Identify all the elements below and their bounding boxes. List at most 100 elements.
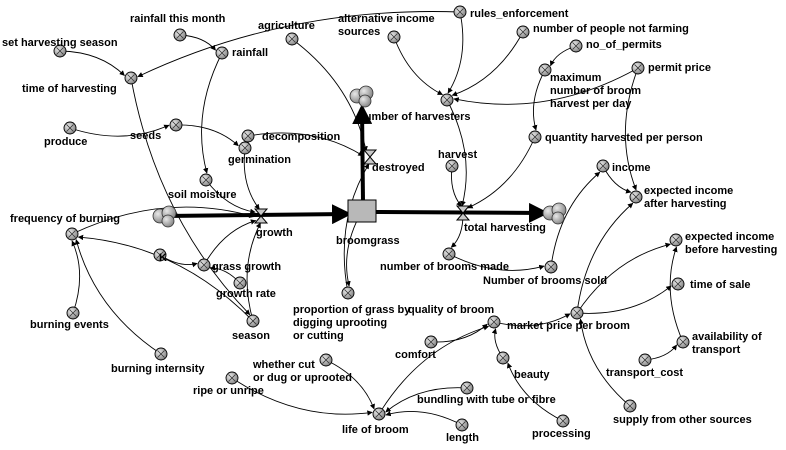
node-rainfall[interactable]: rainfall (215, 46, 268, 60)
node-frequency-of-burning[interactable]: frequency of burning (10, 213, 120, 241)
node-destroyed[interactable]: destroyed (362, 149, 425, 174)
node-transport-cost[interactable]: transport_cost (606, 353, 683, 379)
node-label-line: supply from other sources (613, 414, 752, 426)
node-broomgrass[interactable]: broomgrass (336, 199, 400, 247)
node-label-line: seeds (130, 130, 161, 142)
node-produce[interactable]: produce (44, 121, 87, 148)
links-layer (59, 11, 684, 426)
node-rules-enforcement[interactable]: rules_enforcement (453, 5, 569, 20)
node-burning-intensity[interactable]: burning internsity (111, 347, 205, 375)
node-label-line: beauty (514, 369, 550, 381)
node-time-of-harvesting[interactable]: time of harvesting (22, 71, 138, 95)
node-label-line: quantity harvested per person (545, 132, 703, 144)
link-decomposition-to-destroyed (247, 132, 364, 157)
node-label-line: soil moisture (168, 189, 236, 201)
node-length[interactable]: length (446, 418, 479, 444)
node-number-of-brooms-sold[interactable]: Number of brooms sold (483, 260, 607, 287)
node-label-line: sources (338, 26, 380, 38)
node-label-line: agriculture (258, 20, 315, 32)
node-seeds[interactable]: seeds (130, 118, 183, 142)
node-grass-growth[interactable]: grass growth (197, 258, 281, 273)
node-label-line: expected income (644, 185, 733, 197)
link-season-to-growth (246, 222, 261, 322)
node-agriculture[interactable]: agriculture (258, 20, 315, 46)
node-season[interactable]: season (232, 314, 270, 342)
node-label-line: life of broom (342, 424, 409, 436)
node-growth-rate[interactable]: growth rate (216, 276, 276, 300)
node-label: number of harvesters (358, 111, 470, 123)
node-number-of-brooms-made[interactable]: number of brooms made (380, 247, 509, 273)
node-label: comfort (395, 349, 436, 361)
link-season-to-frequency_of_burning (77, 234, 254, 322)
node-label-line: time of sale (690, 279, 751, 291)
node-label-line: after harvesting (644, 198, 727, 210)
node-income[interactable]: income (596, 159, 651, 174)
node-label: time of harvesting (22, 83, 117, 95)
node-label: Number of brooms sold (483, 275, 607, 287)
node-people-not-farming[interactable]: number of people not farming (516, 23, 689, 39)
node-bundling[interactable]: bundling with tube or fibre (417, 381, 556, 406)
sink-cloud-right (542, 202, 567, 225)
node-comfort[interactable]: comfort (395, 335, 438, 361)
node-market-price[interactable]: market price per broom (507, 306, 630, 332)
node-label-line: market price per broom (507, 320, 630, 332)
node-quality-of-broom[interactable]: quality of broom (408, 304, 501, 329)
node-label-line: frequency of burning (10, 213, 120, 225)
node-permit-price[interactable]: permit price (631, 61, 711, 75)
node-quantity-harvested[interactable]: quantity harvested per person (528, 130, 703, 144)
source-cloud-left (152, 205, 177, 228)
link-people_not_farming-to-number_of_harvesters (451, 31, 524, 97)
node-number-of-harvesters[interactable]: number of harvesters (358, 93, 470, 123)
node-label: quality of broom (408, 304, 494, 316)
flow-valve-icon[interactable] (253, 208, 269, 224)
node-label: beauty (514, 369, 550, 381)
node-growth[interactable]: growth (253, 208, 293, 239)
node-supply-other-sources[interactable]: supply from other sources (613, 399, 752, 426)
node-label-line: permit price (648, 62, 711, 74)
flow-valve-icon[interactable] (455, 205, 471, 221)
node-label-line: grass growth (212, 261, 281, 273)
node-set-harvesting-season[interactable]: set harvesting season (2, 37, 118, 58)
node-label: total harvesting (464, 222, 546, 234)
node-processing[interactable]: processing (532, 414, 591, 440)
flow-pipe-destroyed (352, 104, 373, 203)
node-label: burning internsity (111, 363, 205, 375)
stock-box[interactable] (347, 199, 377, 223)
link-seeds-to-germination (175, 124, 239, 147)
node-germination[interactable]: germination (228, 141, 291, 166)
node-label-line: season (232, 330, 270, 342)
node-label-line: rainfall this month (130, 13, 226, 25)
node-rainfall-this-month[interactable]: rainfall this month (130, 13, 226, 42)
node-label: time of sale (690, 279, 751, 291)
node-no-of-permits[interactable]: no_of_permits (569, 39, 662, 53)
node-k[interactable]: K (153, 248, 167, 264)
node-decomposition[interactable]: decomposition (241, 129, 341, 143)
node-label-line: number of brooms made (380, 261, 509, 273)
node-life-of-broom[interactable]: life of broom (342, 407, 409, 436)
link-time_of_harvesting-to-season (130, 77, 251, 316)
flow-valve-icon[interactable] (362, 149, 378, 165)
node-harvest[interactable]: harvest (438, 149, 477, 173)
node-soil-moisture[interactable]: soil moisture (168, 173, 236, 201)
node-burning-events[interactable]: burning events (30, 306, 109, 331)
node-total-harvesting[interactable]: total harvesting (455, 205, 546, 234)
node-label-line: number of people not farming (533, 23, 689, 35)
node-beauty[interactable]: beauty (496, 351, 550, 381)
node-ripe-or-unripe[interactable]: ripe or unripe (193, 371, 264, 397)
node-label: decomposition (262, 131, 341, 143)
link-comfort-to-quality_of_broom (430, 323, 488, 343)
link-permit_price-to-number_of_harvesters (453, 67, 639, 105)
node-time-of-sale[interactable]: time of sale (671, 277, 751, 291)
